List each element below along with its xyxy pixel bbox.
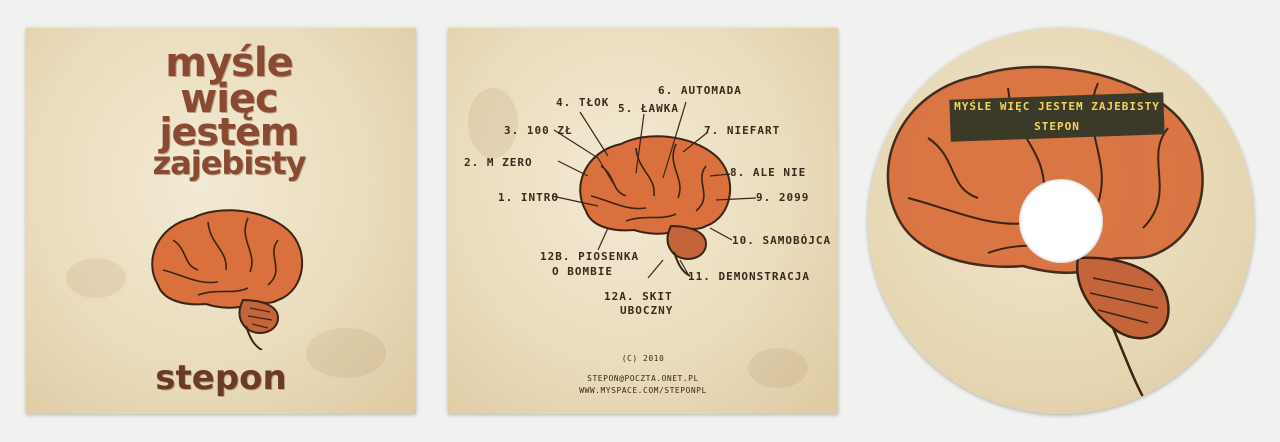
track-label-5: 5. ŁAWKA <box>618 102 679 115</box>
track-label-2: 2. M ZERO <box>464 156 533 169</box>
back-cover: 1. INTRO 2. M ZERO 3. 100 ZŁ 4. TŁOK 5. … <box>448 28 838 414</box>
track-label-7: 7. NIEFART <box>704 124 781 137</box>
brain-diagram <box>551 101 757 279</box>
disc-center-hole <box>1019 179 1103 263</box>
album-title-line-4: zajebisty <box>152 144 307 182</box>
track-label-12b-line2: O BOMBIE <box>552 265 613 278</box>
album-title-line-3: jestem <box>159 110 300 154</box>
website-text: WWW.MYSPACE.COM/STEPONPL <box>579 386 707 395</box>
paper-stain <box>66 258 126 298</box>
leader-lines <box>551 101 757 279</box>
track-label-12a-line2: UBOCZNY <box>620 304 674 317</box>
track-label-10: 10. SAMOBÓJCA <box>732 234 832 247</box>
track-label-12b: 12B. PIOSENKA <box>540 250 640 263</box>
track-label-11: 11. DEMONSTRACJA <box>688 270 810 283</box>
paper-stain <box>468 88 518 158</box>
disc-artist: STEPON <box>1034 120 1080 133</box>
front-cover: myśle więc jestem zajebisty stepon <box>26 28 416 414</box>
album-title-line-1: myśle <box>165 40 293 86</box>
email-text: STEPON@POCZTA.ONET.PL <box>587 374 699 383</box>
track-label-3: 3. 100 ZŁ <box>504 124 573 137</box>
artist-name: stepon <box>155 358 287 398</box>
track-label-1: 1. INTRO <box>498 191 559 204</box>
track-label-12a: 12A. SKIT <box>604 290 673 303</box>
brain-illustration <box>151 209 304 350</box>
copyright-text: (C) 2010 <box>621 354 665 363</box>
track-label-8: 8. ALE NIE <box>730 166 807 179</box>
paper-stain <box>306 328 386 378</box>
track-label-6: 6. AUTOMADA <box>658 84 742 97</box>
track-label-9: 9. 2099 <box>756 191 810 204</box>
paper-stain <box>748 348 808 388</box>
track-label-4: 4. TŁOK <box>556 96 610 109</box>
album-title-line-2: więc <box>180 76 279 122</box>
disc-title: MYŚLE WIĘC JESTEM ZAJEBISTY <box>954 100 1160 113</box>
